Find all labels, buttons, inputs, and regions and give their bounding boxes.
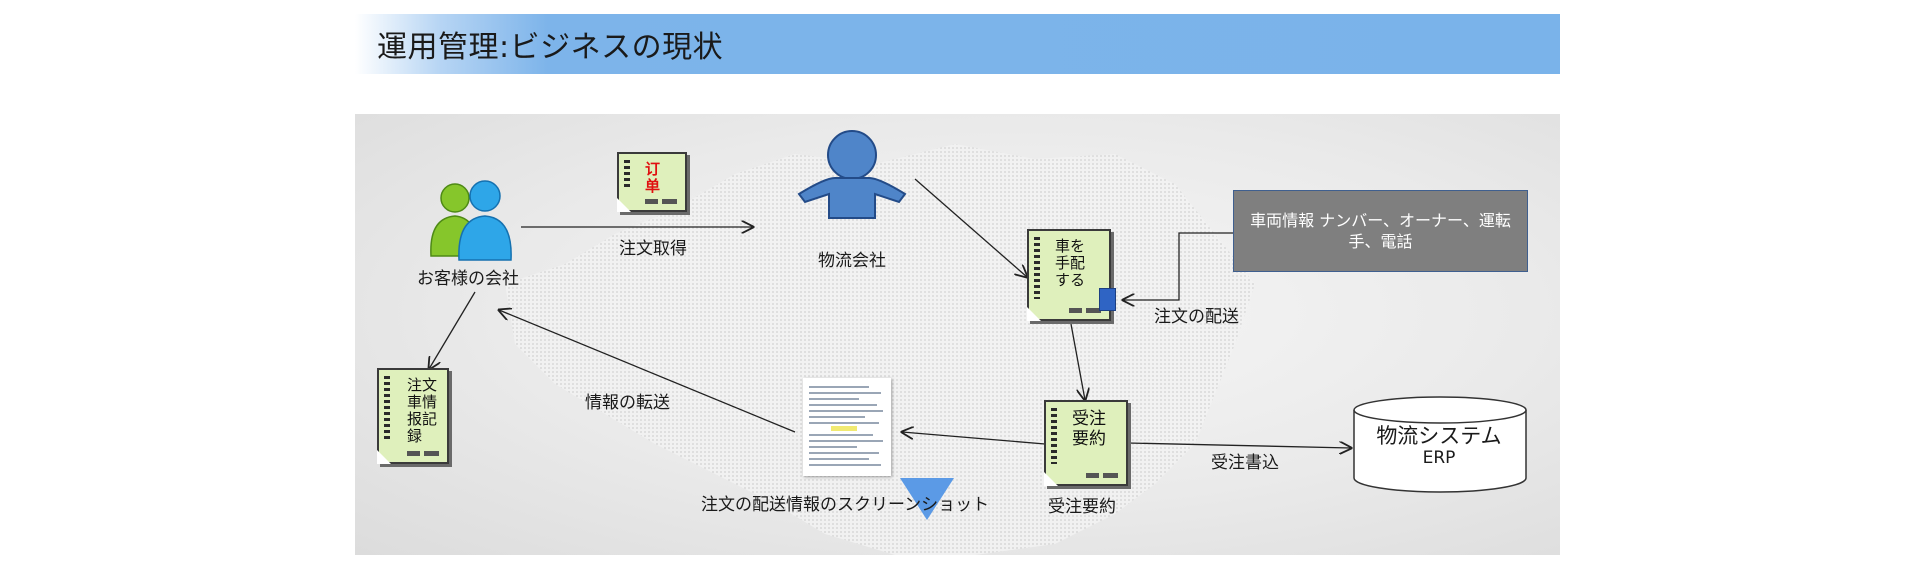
note-corner [377,450,391,464]
arrange-note-text: 車を 手配 する [1055,237,1086,289]
write-label: 受注書込 [1211,453,1279,473]
note-foot [1069,308,1101,313]
arrange-note: 車を 手配 する [1027,229,1111,321]
arrow-to-summary [1070,323,1085,400]
highlight-mark [831,426,857,431]
customer-label: お客様の会社 [417,269,519,289]
screenshot-document [803,378,891,476]
note-spine [1051,408,1057,464]
order-note: 订 单 [617,152,687,212]
record-note: 注文 車情 报記 録 [377,368,449,464]
note-spine [384,376,390,442]
page-title: 運用管理:ビジネスの現状 [377,30,724,65]
delivery-label: 注文の配送 [1154,307,1239,327]
arrow-to-arrange [914,178,1027,277]
summary-note: 受注 要約 [1044,400,1128,486]
db-subtitle: ERP [1422,448,1456,468]
arrow-write-erp [1127,443,1351,448]
arrow-to-record [429,291,476,369]
transfer-label: 情報の転送 [585,393,670,413]
people-icon [430,180,512,261]
summary-label: 受注要約 [1048,497,1116,517]
database-icon [1353,396,1527,493]
note-corner [1027,307,1041,321]
record-note-text: 注文 車情 报記 録 [407,376,438,445]
note-corner [617,198,631,212]
arrow-delivery [1123,232,1233,300]
play-icon[interactable] [900,478,954,520]
order-note-text: 订 单 [645,160,661,195]
title-bar: 運用管理:ビジネスの現状 [355,14,1560,74]
arrow-to-screenshot [902,432,1046,445]
note-spine [1034,237,1040,299]
erp-database: 物流システム ERP [1353,396,1527,498]
order-get-label: 注文取得 [619,239,687,259]
screenshot-label: 注文の配送情報のスクリーンショット [701,495,990,515]
note-spine [624,160,630,190]
arrow-transfer [499,310,796,433]
attachment-tab [1099,288,1116,311]
summary-note-text: 受注 要約 [1072,409,1106,449]
note-foot [407,451,439,456]
vehicle-info-box: 車両情報 ナンバー、オーナー、運転手、電話 [1233,190,1528,272]
note-foot [1086,473,1118,478]
vehicle-info-text: 車両情報 ナンバー、オーナー、運転手、電話 [1250,211,1511,251]
db-title: 物流システム [1376,424,1502,448]
diagram-canvas: お客様の会社 订 单 注文取得 物流会社 車を 手配 する 車両情報 ナンバー、… [355,114,1560,555]
person-icon [797,130,907,219]
logistics-label: 物流会社 [818,251,886,271]
note-corner [1044,472,1058,486]
note-foot [645,199,677,204]
